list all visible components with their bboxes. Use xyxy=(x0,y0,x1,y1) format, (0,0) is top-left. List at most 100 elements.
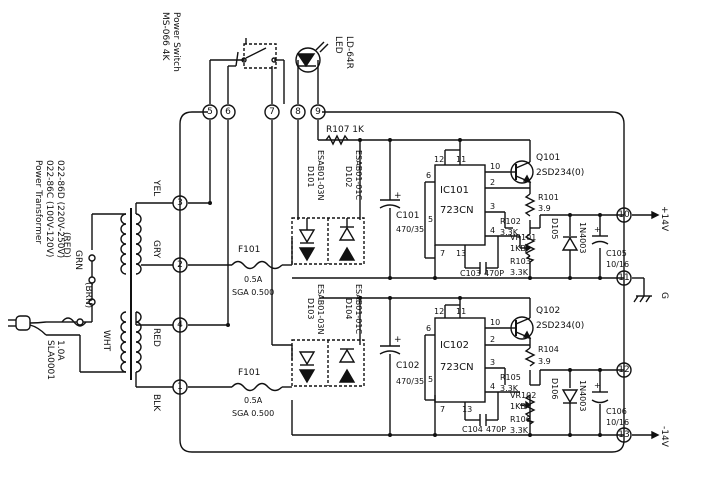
output-neg: -14V xyxy=(651,426,669,448)
svg-text:R105: R105 xyxy=(500,373,521,382)
diode-labels: ESAB01-03N D101 ESAB01-01C D102 ESAB01-0… xyxy=(306,150,363,334)
svg-text:7: 7 xyxy=(440,249,445,258)
svg-text:13: 13 xyxy=(462,405,472,414)
power-switch xyxy=(235,38,277,69)
svg-text:SGA 0.500: SGA 0.500 xyxy=(232,409,274,418)
svg-text:2: 2 xyxy=(490,335,495,344)
svg-text:(RED): (RED) xyxy=(61,232,71,258)
svg-text:10/16: 10/16 xyxy=(606,418,629,427)
svg-text:C105: C105 xyxy=(606,249,627,258)
node-markers: 5 6 7 8 9 3 2 4 1 10 11 12 13 xyxy=(172,104,632,443)
ic101: IC101 723CN 12 11 6 10 2 3 5 4 7 13 xyxy=(426,155,500,258)
svg-text:470P: 470P xyxy=(484,269,504,278)
svg-text:D102: D102 xyxy=(344,166,353,187)
svg-text:1: 1 xyxy=(177,382,183,392)
svg-text:C103: C103 xyxy=(460,269,481,278)
svg-text:C102: C102 xyxy=(396,361,419,371)
secondary-lead-labels: YEL GRY RED BLK xyxy=(151,179,161,412)
svg-text:R103: R103 xyxy=(510,257,531,266)
svg-text:0.5A: 0.5A xyxy=(244,275,263,284)
potentiometer-vr101: VR101 1KB xyxy=(510,233,536,257)
svg-text:ESAB01-03N: ESAB01-03N xyxy=(316,150,325,200)
power-transformer xyxy=(8,202,173,388)
svg-text:R107 1K: R107 1K xyxy=(326,125,365,135)
node-7: 7 xyxy=(264,104,280,120)
svg-text:F101: F101 xyxy=(238,368,260,378)
power-switch-label: Power Switch MS-066 4K xyxy=(160,12,181,72)
svg-text:GRN: GRN xyxy=(73,250,83,270)
svg-text:G: G xyxy=(659,292,669,299)
svg-text:12: 12 xyxy=(618,365,629,375)
svg-text:9: 9 xyxy=(315,107,321,117)
svg-text:VR101: VR101 xyxy=(510,233,536,242)
svg-text:470P: 470P xyxy=(486,425,506,434)
svg-text:C104: C104 xyxy=(462,425,483,434)
svg-text:R102: R102 xyxy=(500,217,521,226)
svg-text:+: + xyxy=(594,225,601,234)
node-5: 5 xyxy=(202,104,218,120)
svg-text:10: 10 xyxy=(490,318,500,327)
svg-text:3.9: 3.9 xyxy=(538,204,551,213)
svg-text:SLA0001: SLA0001 xyxy=(45,340,55,380)
svg-text:5: 5 xyxy=(428,215,433,224)
diode-d106: 1N4003 D106 xyxy=(550,378,587,411)
node-11: 11 xyxy=(616,270,632,286)
output-pos: +14V xyxy=(651,206,669,232)
node-12: 12 xyxy=(616,362,632,378)
node-10: 10 xyxy=(616,207,632,223)
svg-text:022-86C (100V-120V): 022-86C (100V-120V) xyxy=(44,160,54,257)
svg-text:13: 13 xyxy=(618,430,629,440)
svg-text:(BRN): (BRN) xyxy=(83,282,93,308)
svg-text:723CN: 723CN xyxy=(440,362,474,373)
svg-text:ESAB01-03N: ESAB01-03N xyxy=(316,284,325,334)
diode-block-d101-d102 xyxy=(291,217,365,265)
node-8: 8 xyxy=(290,104,306,120)
svg-text:13: 13 xyxy=(456,249,466,258)
svg-text:4: 4 xyxy=(177,320,183,330)
svg-text:3.9: 3.9 xyxy=(538,357,551,366)
node-3: 3 xyxy=(172,195,188,211)
svg-text:1N4003: 1N4003 xyxy=(578,222,587,253)
svg-text:3.3K: 3.3K xyxy=(510,426,529,435)
svg-text:6: 6 xyxy=(426,171,431,180)
svg-text:6: 6 xyxy=(426,324,431,333)
node-13: 13 xyxy=(616,427,632,443)
svg-text:2: 2 xyxy=(490,178,495,187)
transistor-q101: Q101 2SD234(0) xyxy=(510,153,584,184)
primary-lead-labels: (RED) GRN (BRN) WHT 1.0A SLA0001 xyxy=(45,232,111,380)
svg-text:ESAB01-01C: ESAB01-01C xyxy=(354,284,363,334)
potentiometer-vr102: VR102 1KB xyxy=(510,391,536,418)
svg-text:5: 5 xyxy=(428,375,433,384)
svg-text:D101: D101 xyxy=(306,166,315,187)
svg-text:4: 4 xyxy=(490,382,495,391)
svg-text:C101: C101 xyxy=(396,211,419,221)
capacitor-c103: C103 470P xyxy=(460,262,504,278)
svg-text:+: + xyxy=(594,381,601,390)
svg-text:Q101: Q101 xyxy=(536,153,560,163)
svg-text:1KB: 1KB xyxy=(510,402,526,411)
svg-text:C106: C106 xyxy=(606,407,627,416)
fuse-f101-top: F101 0.5A SGA 0.500 xyxy=(231,245,283,297)
svg-text:3.3K: 3.3K xyxy=(510,268,529,277)
svg-text:MS-066 4K: MS-066 4K xyxy=(160,12,170,61)
capacitor-c106: + C106 10/16 xyxy=(591,381,629,427)
diode-block-d103-d104 xyxy=(291,339,365,387)
svg-text:ESAB01-01C: ESAB01-01C xyxy=(354,150,363,200)
capacitor-c105: + C105 10/16 xyxy=(591,225,629,269)
fuse-f101-bottom: F101 0.5A SGA 0.500 xyxy=(231,368,283,418)
svg-text:4: 4 xyxy=(490,226,495,235)
led-label: LED LD-64R xyxy=(333,36,354,69)
svg-text:D105: D105 xyxy=(550,218,559,239)
resistor-r101: R101 3.9 xyxy=(524,193,559,217)
svg-text:-14V: -14V xyxy=(659,426,669,448)
svg-text:11: 11 xyxy=(618,273,629,283)
svg-text:0.5A: 0.5A xyxy=(244,396,263,405)
svg-text:7: 7 xyxy=(440,405,445,414)
svg-text:2SD234(0): 2SD234(0) xyxy=(536,321,584,331)
resistor-r103: R103 3.3K xyxy=(510,255,535,277)
svg-text:GRY: GRY xyxy=(151,240,161,259)
resistor-r104: R104 3.9 xyxy=(524,345,559,367)
svg-text:WHT: WHT xyxy=(101,330,111,352)
svg-text:SGA 0.500: SGA 0.500 xyxy=(232,288,274,297)
